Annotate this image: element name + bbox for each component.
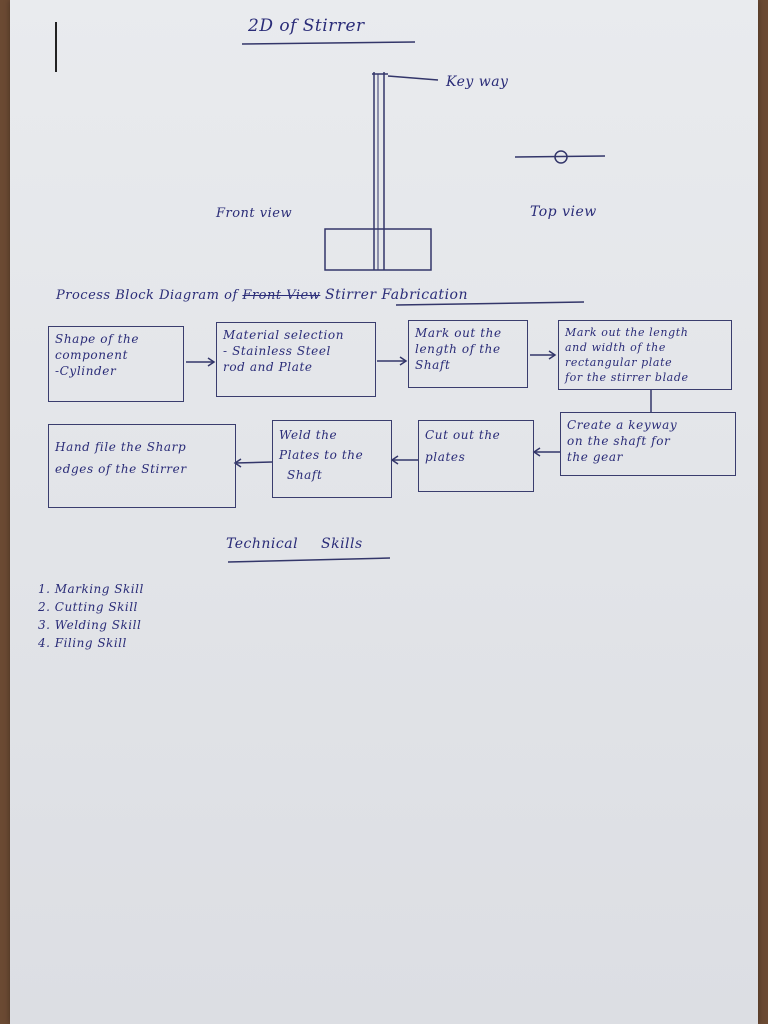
list-item: 2. Cutting Skill bbox=[38, 600, 138, 614]
process-step-7: Weld the Plates to the Shaft bbox=[272, 420, 392, 498]
heading-underline bbox=[395, 301, 585, 306]
step-line: on the shaft for bbox=[567, 434, 671, 448]
step-line: Material selection bbox=[223, 328, 345, 342]
step-line: and width of the bbox=[565, 341, 666, 354]
process-step-1: Shape of the component -Cylinder bbox=[48, 326, 184, 402]
process-heading: Process Block Diagram of Front View Stir… bbox=[56, 287, 468, 303]
step-line: Shaft bbox=[415, 358, 451, 372]
top-view-line bbox=[514, 155, 606, 158]
arrow-7-8 bbox=[234, 461, 273, 464]
process-heading-struck: Front View bbox=[242, 288, 321, 303]
process-heading-prefix: Process Block Diagram of bbox=[56, 288, 238, 303]
process-step-5: Create a keyway on the shaft for the gea… bbox=[560, 412, 736, 476]
step-line: rod and Plate bbox=[223, 360, 313, 374]
step-line: rectangular plate bbox=[565, 356, 673, 369]
process-heading-suffix: Stirrer Fabrication bbox=[325, 287, 468, 303]
step-line: the gear bbox=[567, 450, 623, 464]
keyway-leader bbox=[387, 75, 439, 81]
step-line: Cut out the bbox=[425, 428, 501, 442]
list-item: 3. Welding Skill bbox=[38, 618, 142, 632]
step-line: length of the bbox=[415, 342, 501, 356]
step-line: plates bbox=[425, 450, 466, 464]
front-view-label: Front view bbox=[216, 206, 293, 221]
drawing-title: 2D of Stirrer bbox=[248, 16, 365, 36]
step-line: component bbox=[55, 348, 129, 362]
top-view-label: Top view bbox=[530, 204, 597, 220]
step-line: Shape of the bbox=[55, 332, 140, 346]
step-line: -Cylinder bbox=[55, 364, 117, 378]
step-line: for the stirrer blade bbox=[565, 371, 689, 384]
process-step-3: Mark out the length of the Shaft bbox=[408, 320, 528, 388]
paper-sheet: 2D of Stirrer Key way Front view Top vie… bbox=[10, 0, 758, 1024]
skills-underline bbox=[227, 557, 391, 563]
step-line: - Stainless Steel bbox=[223, 344, 331, 358]
process-step-6: Cut out the plates bbox=[418, 420, 534, 492]
step-line: Weld the bbox=[279, 428, 338, 442]
step-line: Plates to the bbox=[279, 448, 364, 462]
skills-list: 1. Marking Skill 2. Cutting Skill 3. Wel… bbox=[38, 582, 144, 650]
step-line: Create a keyway bbox=[567, 418, 678, 432]
process-step-4: Mark out the length and width of the rec… bbox=[558, 320, 732, 390]
skills-heading: Technical Skills bbox=[226, 536, 363, 552]
top-view-hub bbox=[554, 150, 568, 164]
keyway-label: Key way bbox=[446, 74, 509, 90]
step-line: edges of the Stirrer bbox=[55, 462, 187, 476]
title-underline bbox=[241, 41, 416, 45]
step-line: Mark out the length bbox=[565, 326, 689, 339]
list-item: 1. Marking Skill bbox=[38, 582, 144, 596]
process-step-2: Material selection - Stainless Steel rod… bbox=[216, 322, 376, 397]
step-line: Shaft bbox=[287, 468, 323, 482]
step-line: Mark out the bbox=[415, 326, 502, 340]
list-item: 4. Filing Skill bbox=[38, 636, 127, 650]
blade-plate bbox=[324, 228, 432, 271]
process-step-8: Hand file the Sharp edges of the Stirrer bbox=[48, 424, 236, 508]
sketch-lines bbox=[55, 22, 652, 563]
step-line: Hand file the Sharp bbox=[55, 440, 187, 454]
